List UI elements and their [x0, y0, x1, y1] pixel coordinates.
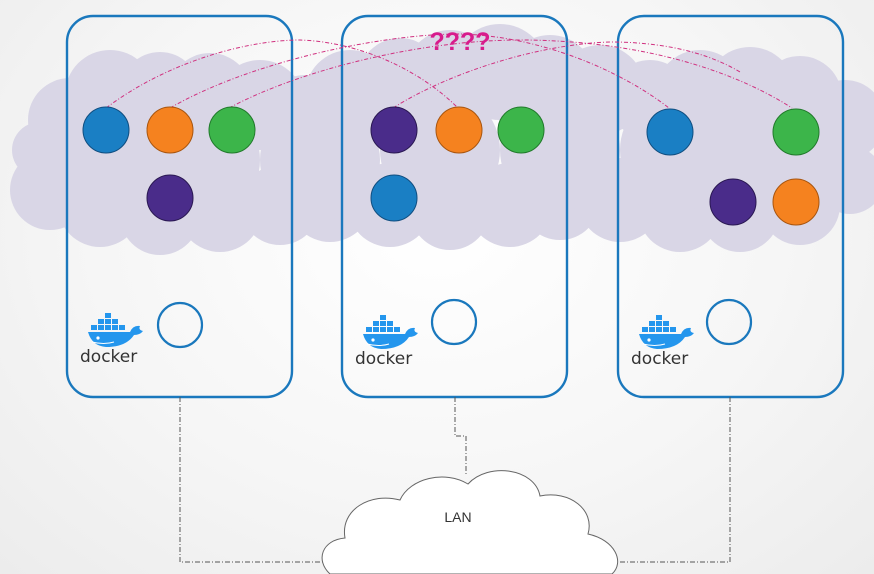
container-green[interactable] [208, 106, 256, 154]
lan-cloud-outline [321, 470, 619, 574]
lan-line-host-2 [454, 397, 467, 476]
container-links [105, 33, 793, 109]
lan-cloud: LAN [321, 470, 619, 574]
empty-container-slot[interactable] [430, 298, 478, 346]
container-purple[interactable] [146, 174, 194, 222]
link-host2-purple-to-host3-purple [392, 41, 741, 109]
lan-connections [179, 397, 731, 563]
container-orange[interactable] [772, 178, 820, 226]
docker-engine-host-3: docker [631, 298, 753, 369]
docker-wordmark: docker [355, 349, 412, 369]
docker-whale-icon [362, 314, 419, 350]
question-label: ???? [429, 28, 490, 56]
docker-engine-host-2: docker [355, 298, 478, 369]
container-blue[interactable] [370, 174, 418, 222]
lan-label: LAN [444, 509, 471, 525]
container-blue[interactable] [82, 106, 130, 154]
host-2-containers [370, 106, 545, 222]
container-green[interactable] [772, 108, 820, 156]
overlay-cloud-puff [260, 100, 380, 220]
docker-whale-icon [87, 312, 144, 348]
container-purple[interactable] [370, 106, 418, 154]
docker-wordmark: docker [631, 349, 688, 369]
container-purple[interactable] [709, 178, 757, 226]
link-host1-blue-to-host2-orange [105, 39, 459, 109]
docker-engine-host-1: docker [80, 301, 204, 367]
docker-whale-icon [638, 314, 695, 350]
lan-line-host-3 [610, 397, 731, 563]
container-blue[interactable] [646, 108, 694, 156]
container-orange[interactable] [435, 106, 483, 154]
host-3-containers [646, 108, 820, 226]
docker-wordmark: docker [80, 347, 137, 367]
container-orange[interactable] [146, 106, 194, 154]
lan-line-host-1 [179, 397, 340, 563]
link-host1-green-to-host3-green [228, 39, 793, 109]
empty-container-slot[interactable] [705, 298, 753, 346]
container-green[interactable] [497, 106, 545, 154]
empty-container-slot[interactable] [156, 301, 204, 349]
host-1-containers [82, 106, 256, 222]
